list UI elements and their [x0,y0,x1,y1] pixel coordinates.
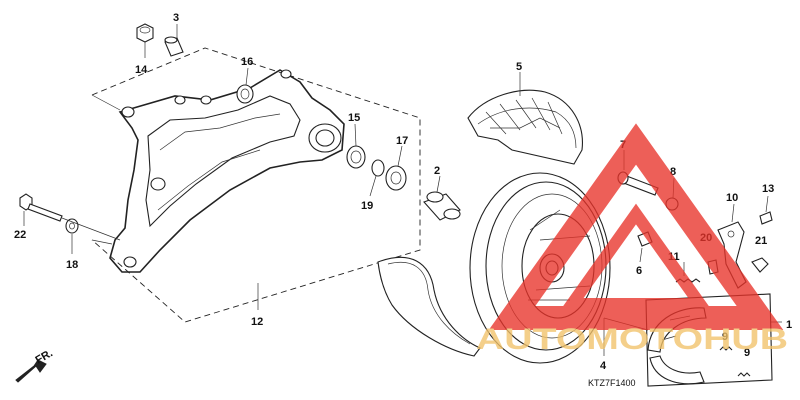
watermark-triangle-icon [488,123,784,330]
callout-14: 14 [135,64,148,76]
collar-2 [423,175,461,221]
callout-labels: 1 2 3 4 5 6 7 8 9 9 10 11 12 13 14 15 16… [14,12,792,388]
callout-13: 13 [762,183,774,195]
callout-5: 5 [516,61,522,73]
bolt-22 [19,193,63,226]
callout-6: 6 [636,265,642,277]
callout-9a: 9 [722,331,728,343]
callout-4: 4 [600,360,607,372]
watermark-triangle-inner-icon [560,203,712,310]
bearing-16 [236,67,254,104]
circlip-19 [369,159,385,197]
bolt-axis [61,217,121,241]
callout-21: 21 [755,235,767,247]
callout-8: 8 [670,166,676,178]
watermark: AUTOMOTOHUB [476,123,788,356]
front-direction-marker: FR. [15,347,55,383]
callout-16: 16 [241,56,253,68]
callout-12: 12 [251,316,263,328]
nut-14 [136,23,154,58]
callout-3: 3 [173,12,179,24]
callout-1: 1 [786,319,792,331]
bearing-15 [346,123,366,169]
diagram-code: KTZ7F1400 [588,378,636,388]
seal-17 [385,145,407,191]
washer-18 [65,218,79,254]
nut-21 [751,257,769,273]
tire-5 [467,72,583,165]
callout-19: 19 [361,200,373,212]
swingarm-group [91,47,421,323]
collar-3 [164,24,184,57]
callout-15: 15 [348,112,360,124]
callout-9b: 9 [744,347,750,359]
callout-22: 22 [14,229,26,241]
callout-2: 2 [434,165,440,177]
watermark-text: AUTOMOTOHUB [476,323,788,356]
bolt-13 [759,195,773,225]
inner-fender [377,256,481,357]
callout-18: 18 [66,259,78,271]
callout-17: 17 [396,135,408,147]
front-marker-text: FR. [34,347,55,366]
callout-10: 10 [726,192,738,204]
swing-arm [109,69,345,273]
